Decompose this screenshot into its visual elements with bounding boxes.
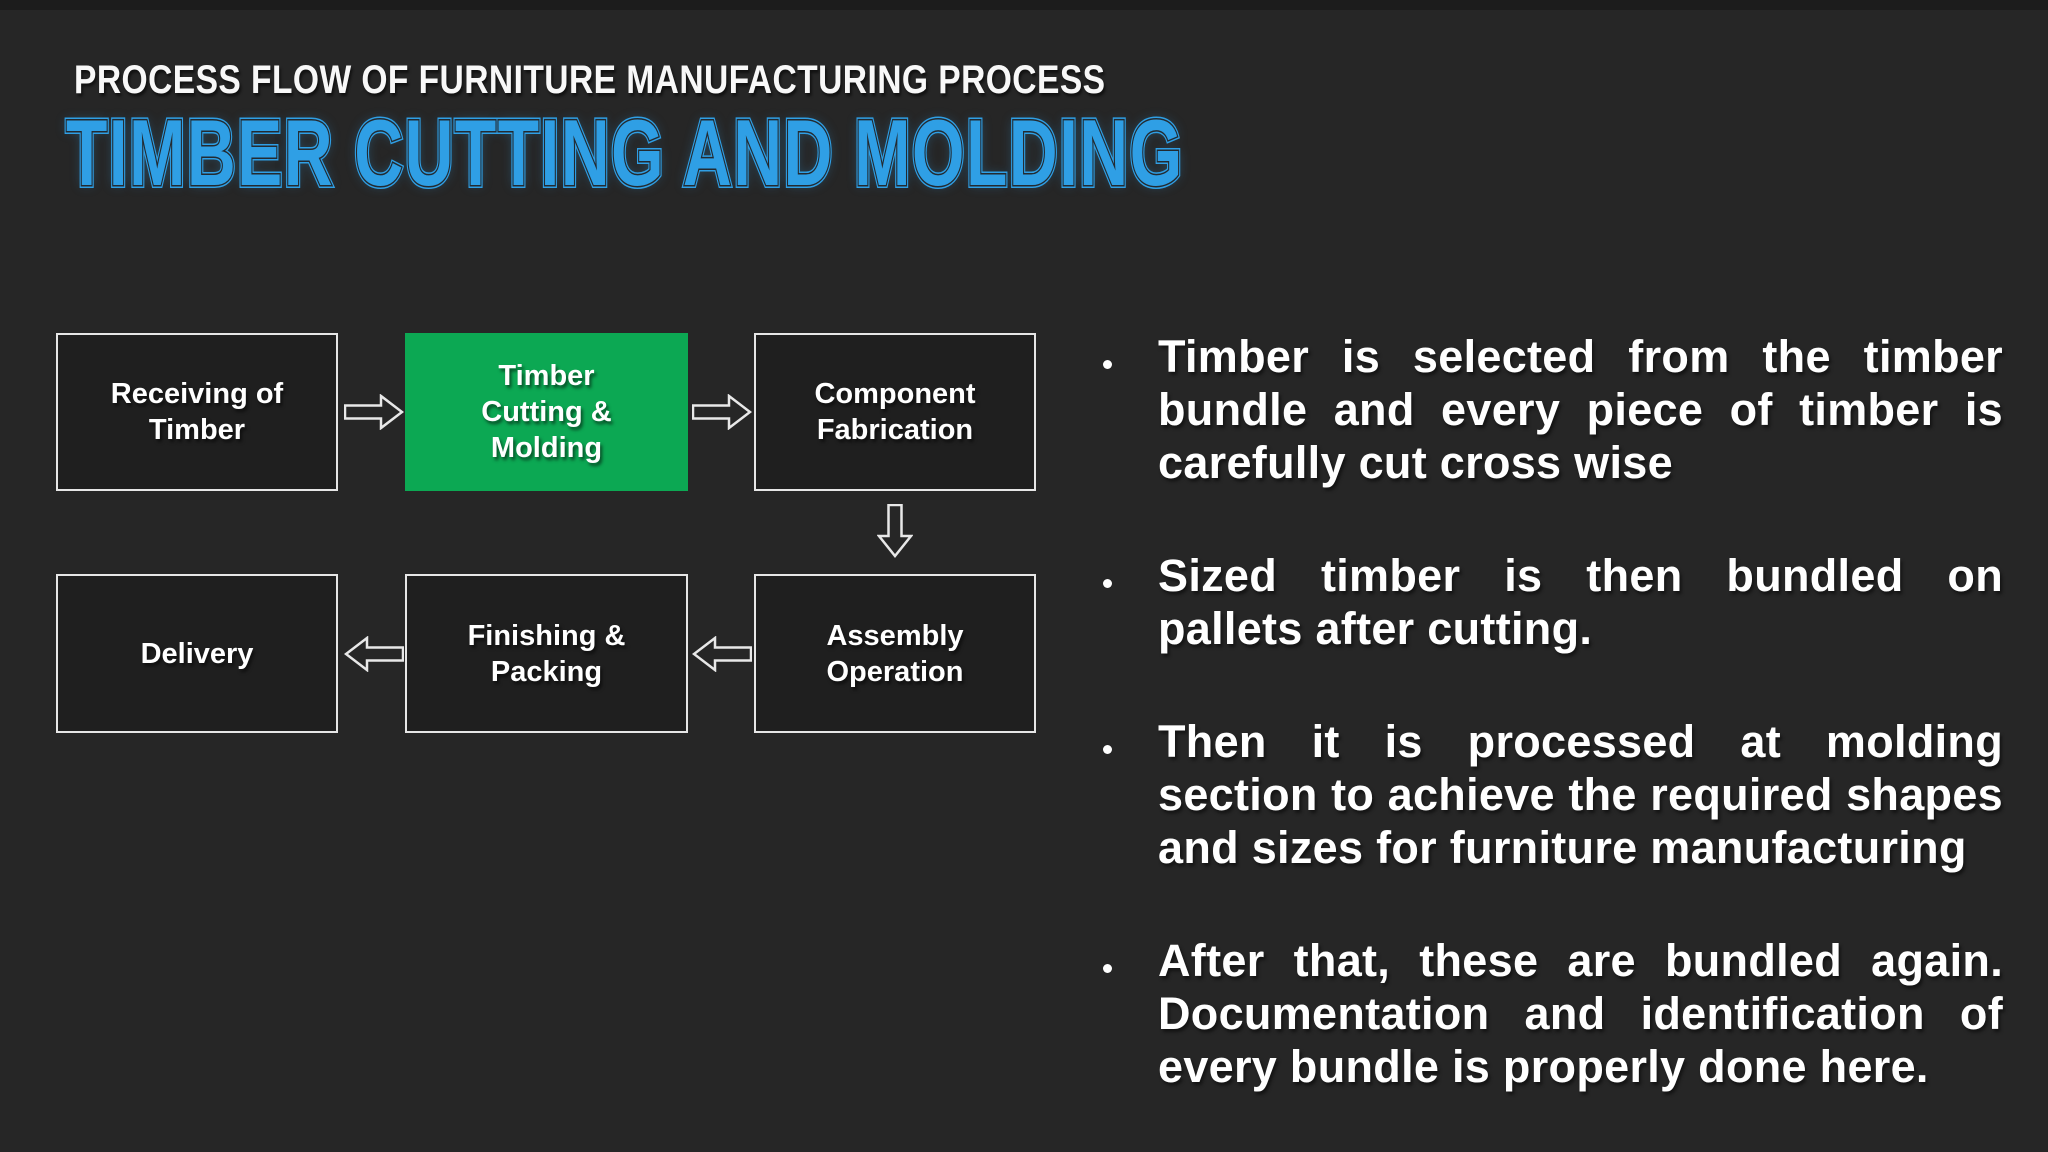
flow-node-timber-cutting-and-molding: Timber Cutting & Molding — [405, 333, 688, 491]
flow-node-assembly-operation: Assembly Operation — [754, 574, 1036, 733]
page-title: TIMBER CUTTING AND MOLDING TIMBER CUTTIN… — [64, 98, 1185, 207]
top-border-strip — [0, 0, 2048, 10]
bullet-text: After that, these are bundled again. Doc… — [1158, 935, 2003, 1092]
flow-node-receiving-of-timber: Receiving of Timber — [56, 333, 338, 491]
bullet-dot-icon — [1103, 745, 1112, 754]
bullet-text: Then it is processed at molding section … — [1158, 716, 2003, 873]
bullet-text: Sized timber is then bundled on pallets … — [1158, 550, 2003, 654]
arrow-right-icon — [344, 394, 404, 430]
bullet-dot-icon — [1103, 360, 1112, 369]
flow-node-delivery: Delivery — [56, 574, 338, 733]
list-item: After that, these are bundled again. Doc… — [1103, 934, 2003, 1093]
flow-node-finishing-and-packing: Finishing & Packing — [405, 574, 688, 733]
arrow-left-icon — [692, 636, 752, 672]
arrow-down-icon — [877, 504, 913, 558]
bullet-text: Timber is selected from the timber bundl… — [1158, 331, 2003, 488]
bullet-dot-icon — [1103, 579, 1112, 588]
arrow-left-icon — [344, 636, 404, 672]
list-item: Sized timber is then bundled on pallets … — [1103, 549, 2003, 655]
slide-kicker: PROCESS FLOW OF FURNITURE MANUFACTURING … — [74, 58, 1106, 102]
list-item: Then it is processed at molding section … — [1103, 715, 2003, 874]
page-title-fill: TIMBER CUTTING AND MOLDING — [66, 100, 1184, 205]
list-item: Timber is selected from the timber bundl… — [1103, 330, 2003, 489]
bullet-list: Timber is selected from the timber bundl… — [1103, 330, 2003, 1093]
bullet-dot-icon — [1103, 964, 1112, 973]
flow-node-component-fabrication: Component Fabrication — [754, 333, 1036, 491]
page-title-inline-stroke: TIMBER CUTTING AND MOLDING — [65, 99, 1184, 206]
arrow-right-icon — [692, 394, 752, 430]
page-title-outer-stroke: TIMBER CUTTING AND MOLDING — [64, 98, 1185, 207]
